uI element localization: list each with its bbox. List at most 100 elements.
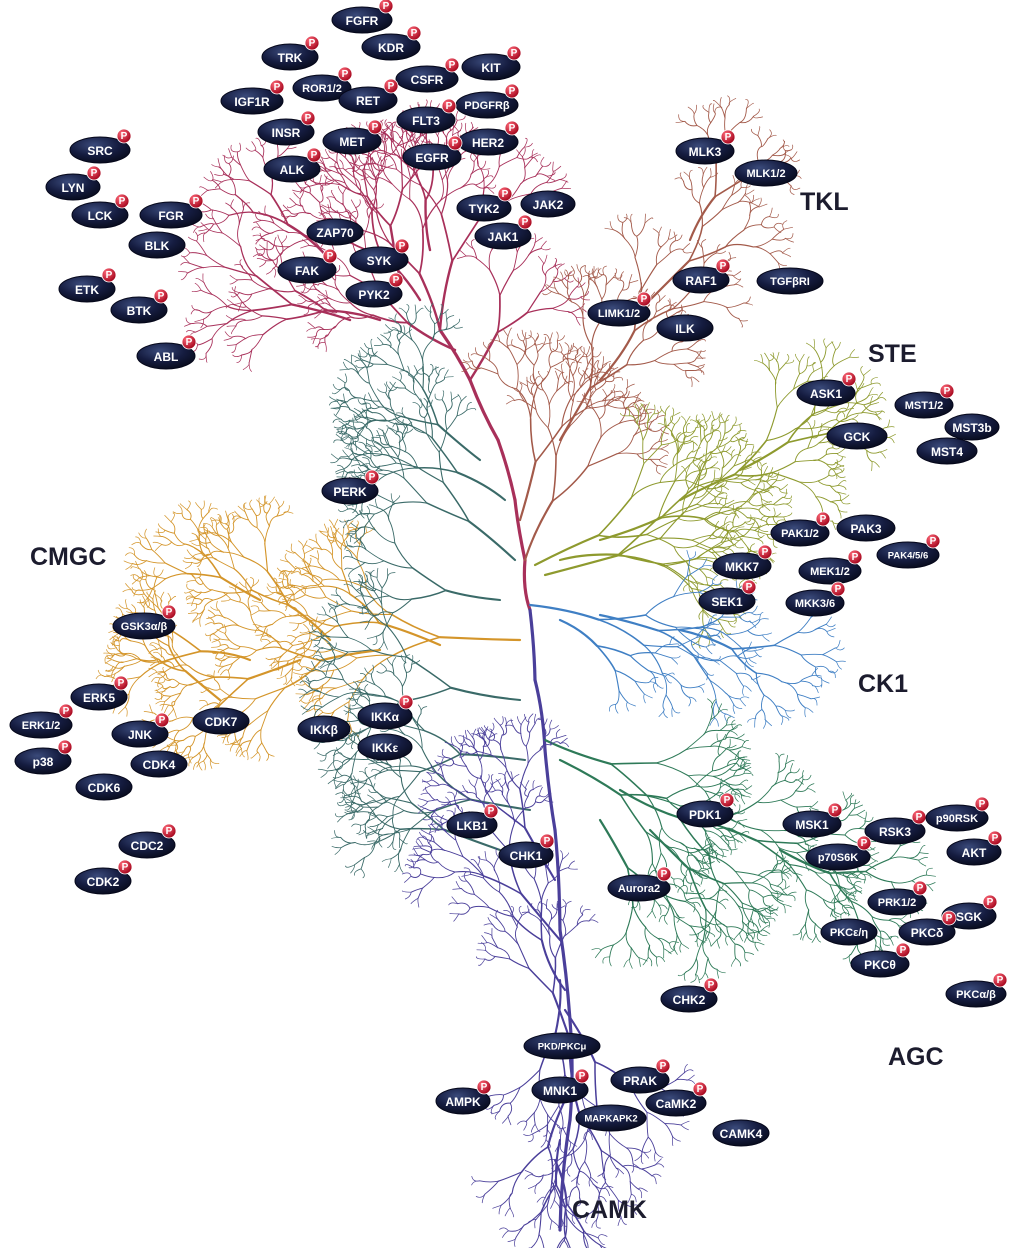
tree-branch xyxy=(724,425,734,434)
tree-trunk xyxy=(496,438,517,502)
tree-branch xyxy=(568,867,578,870)
tree-branch xyxy=(374,595,390,600)
tree-branch xyxy=(158,523,165,531)
tree-branch xyxy=(320,184,327,192)
tree-branch xyxy=(723,516,728,526)
tree-branch xyxy=(714,412,721,421)
tree-branch xyxy=(440,213,454,262)
tree-branch xyxy=(542,389,550,405)
tree-branch xyxy=(735,580,739,590)
tree-branch xyxy=(678,114,686,122)
tree-branch xyxy=(698,972,706,980)
tree-branch xyxy=(494,789,503,795)
tree-branch xyxy=(773,222,783,228)
tree-branch xyxy=(441,390,445,401)
tree-branch xyxy=(734,871,750,891)
tree-branch xyxy=(878,451,886,459)
tree-branch xyxy=(548,390,558,405)
tree-branch xyxy=(785,710,792,719)
tree-branch xyxy=(746,660,754,668)
tree-branch xyxy=(455,881,462,890)
tree-branch xyxy=(468,779,475,788)
tree-branch xyxy=(805,889,824,900)
tree-branch xyxy=(287,579,295,587)
tree-branch xyxy=(455,110,459,121)
tree-branch xyxy=(776,388,794,408)
tree-branch xyxy=(249,180,272,196)
tree-branch xyxy=(231,515,242,520)
tree-branch xyxy=(561,395,573,427)
tree-branch xyxy=(528,248,542,256)
tree-branch xyxy=(747,620,761,631)
tree-branch xyxy=(188,757,194,767)
tree-branch xyxy=(884,419,890,429)
tree-branch xyxy=(292,623,299,632)
tree-branch xyxy=(461,366,471,372)
tree-branch xyxy=(695,938,704,960)
tree-branch xyxy=(867,860,877,866)
tree-branch xyxy=(196,558,203,567)
tree-branch xyxy=(325,676,344,681)
tree-branch xyxy=(836,473,846,478)
tree-branch xyxy=(538,255,545,264)
tree-branch xyxy=(257,248,265,256)
tree-branch xyxy=(773,631,799,646)
tree-branch xyxy=(529,152,538,158)
tree-branch xyxy=(685,415,691,425)
tree-branch xyxy=(131,587,142,591)
tree-branch xyxy=(744,952,755,955)
tree-branch xyxy=(313,708,324,713)
tree-branch xyxy=(193,589,202,593)
tree-branch xyxy=(492,739,502,750)
tree-branch xyxy=(707,451,712,461)
tree-branch xyxy=(689,440,698,446)
tree-branch xyxy=(336,154,338,164)
tree-branch xyxy=(143,593,159,609)
tree-branch xyxy=(691,588,704,611)
tree-branch xyxy=(270,193,289,226)
tree-branch xyxy=(718,431,722,442)
tree-branch xyxy=(467,792,477,798)
tree-branch xyxy=(374,529,396,544)
tree-branch xyxy=(444,589,502,602)
tree-branch xyxy=(730,509,740,514)
tree-branch xyxy=(865,870,893,883)
tree-branch xyxy=(784,779,796,783)
tree-branch xyxy=(551,307,569,313)
tree-branch xyxy=(442,320,448,331)
tree-branch xyxy=(507,344,518,348)
tree-branch xyxy=(290,594,306,601)
tree-branch xyxy=(683,171,691,180)
tree-branch xyxy=(534,233,537,243)
tree-branch xyxy=(814,871,831,886)
tree-branch xyxy=(598,329,636,382)
tree-branch xyxy=(209,517,213,528)
tree-branch xyxy=(670,415,676,425)
tree-branch xyxy=(285,667,294,676)
tree-branch xyxy=(682,504,706,514)
tree-branch xyxy=(306,182,322,188)
tree-branch xyxy=(549,332,553,342)
tree-branch xyxy=(308,572,325,587)
tree-branch xyxy=(386,801,405,811)
tree-branch xyxy=(170,678,180,684)
tree-branch xyxy=(674,234,683,242)
tree-branch xyxy=(206,674,216,681)
tree-branch xyxy=(412,169,427,202)
tree-branch xyxy=(682,243,691,251)
tree-branch xyxy=(636,453,651,461)
tree-branch xyxy=(712,754,721,772)
tree-branch xyxy=(640,403,647,412)
tree-branch xyxy=(673,915,678,934)
tree-branch xyxy=(736,738,746,743)
tree-branch xyxy=(684,120,698,127)
tree-branch xyxy=(714,178,745,198)
tree-branch xyxy=(250,751,259,759)
tree-branch xyxy=(255,646,283,651)
tree-branch xyxy=(754,941,759,952)
tree-branch xyxy=(836,467,845,475)
tree-branch xyxy=(559,342,563,353)
tree-branch xyxy=(768,474,779,478)
tree-branch xyxy=(613,376,624,381)
tree-branch xyxy=(330,190,336,200)
